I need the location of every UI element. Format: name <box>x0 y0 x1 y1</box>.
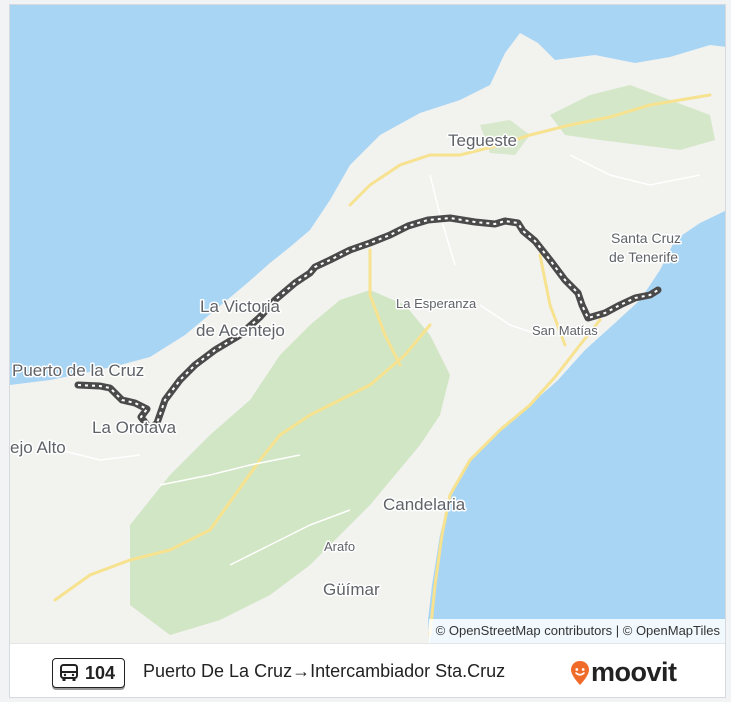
route-footer: 104 Puerto De La Cruz→Intercambiador Sta… <box>10 643 725 697</box>
place-label-la-victoria: La Victoria <box>200 297 281 316</box>
minor-roads <box>59 154 701 566</box>
route-name: Puerto De La Cruz→Intercambiador Sta.Cru… <box>143 661 506 681</box>
place-label-arafo: Arafo <box>324 539 355 554</box>
place-label-santa-cruz: Santa Cruz <box>611 230 681 246</box>
moovit-wordmark: moovit <box>591 657 677 687</box>
route-map-card: Tegueste Santa Cruz de Tenerife La Victo… <box>9 4 726 698</box>
place-label-guimar: Güímar <box>323 580 380 599</box>
place-label-puerto-de-la-cruz: Puerto de la Cruz <box>12 361 144 380</box>
map-attribution: © OpenStreetMap contributors | © OpenMap… <box>428 619 725 643</box>
map-canvas: Tegueste Santa Cruz de Tenerife La Victo… <box>10 5 725 643</box>
moovit-logo: moovit <box>570 657 677 688</box>
location-pin-icon <box>571 660 589 685</box>
place-label-santa-cruz-2: de Tenerife <box>609 249 678 265</box>
route-number: 104 <box>85 662 116 683</box>
place-label-la-esperanza: La Esperanza <box>396 296 477 311</box>
place-label-san-matias: San Matías <box>532 323 598 338</box>
place-label-la-victoria-2: de Acentejo <box>196 321 285 340</box>
main-roads <box>53 93 712 637</box>
place-label-realejo-alto: ejo Alto <box>10 438 66 457</box>
place-label-tegueste: Tegueste <box>448 131 517 150</box>
bus-icon <box>60 664 78 681</box>
bus-route-path <box>74 214 662 433</box>
forest-area <box>130 290 450 635</box>
forest-area <box>550 85 715 150</box>
place-label-la-orotava: La Orotava <box>92 418 177 437</box>
map-view[interactable]: Tegueste Santa Cruz de Tenerife La Victo… <box>10 5 725 643</box>
route-badge: 104 <box>52 658 126 688</box>
place-label-candelaria: Candelaria <box>383 495 466 514</box>
